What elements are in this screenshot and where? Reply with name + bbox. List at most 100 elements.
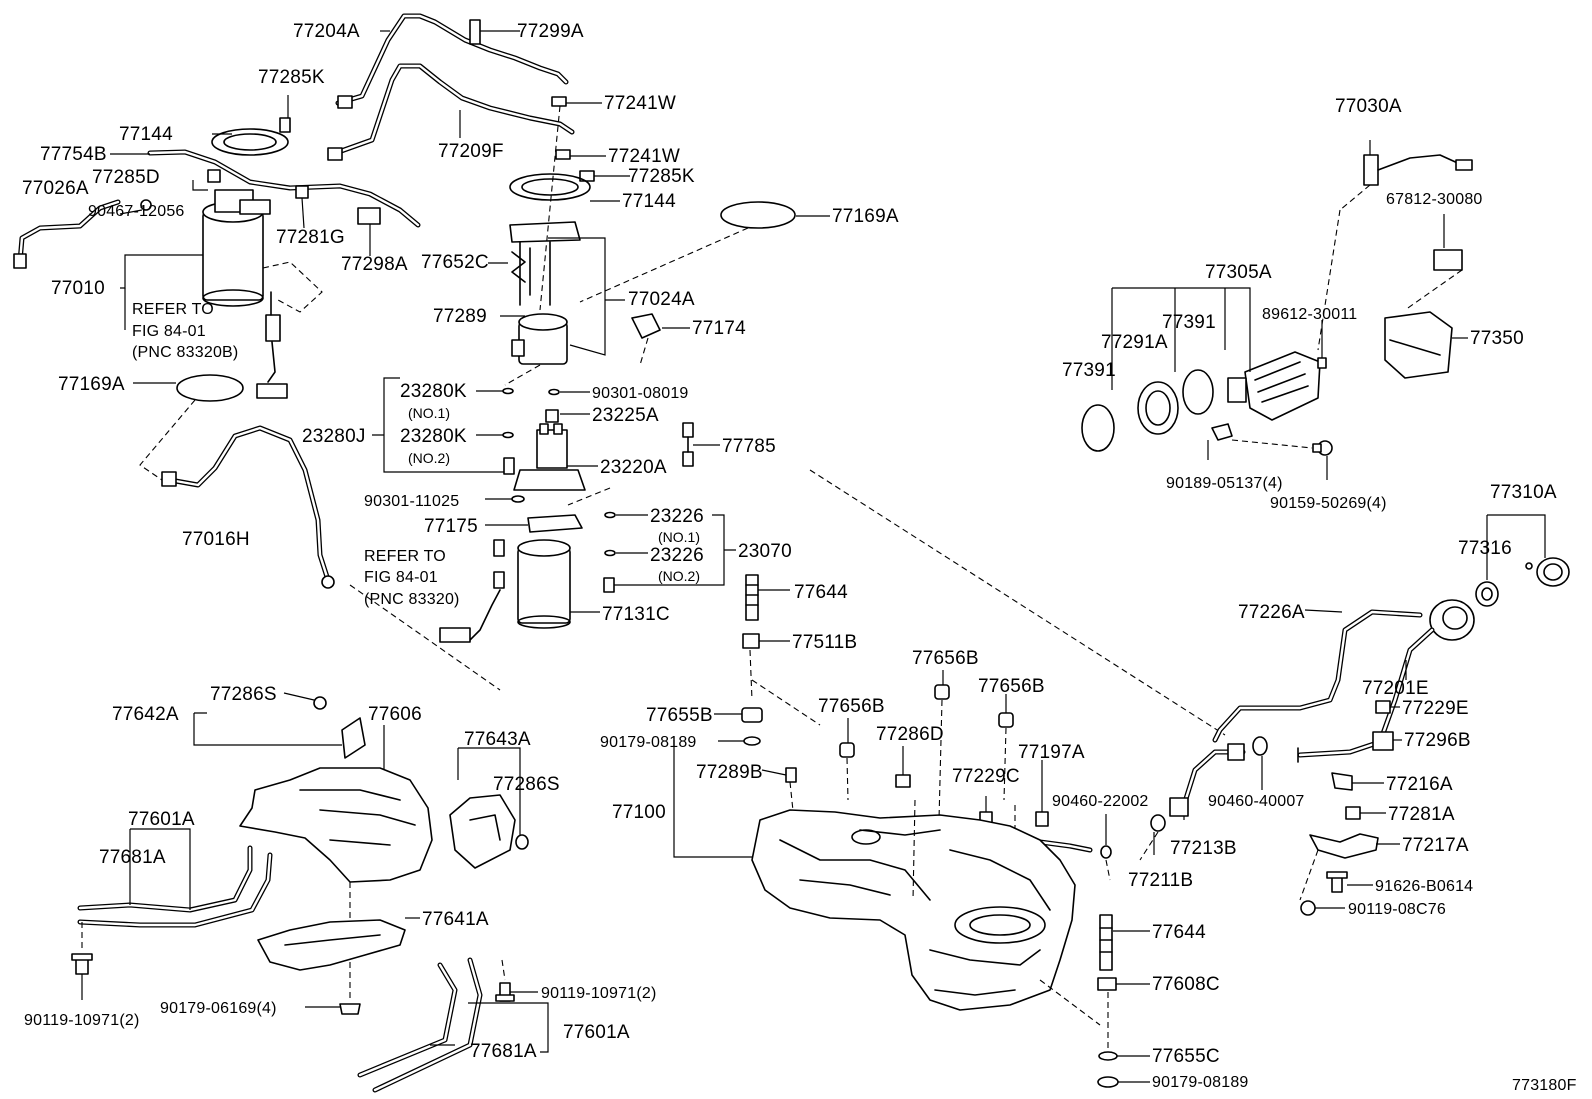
fuel-pump-23220a xyxy=(513,409,586,491)
label-77286s-2: 77286S xyxy=(493,774,560,795)
dash-77656b-left xyxy=(846,757,849,801)
breather-tube-77226a xyxy=(1212,609,1423,743)
nut-90179-06169 xyxy=(339,1003,361,1015)
note-refer-1c: (PNC 83320B) xyxy=(132,344,238,361)
label-77169a: 77169A xyxy=(832,206,899,227)
retainer-ring-77144-left xyxy=(211,128,289,156)
label-77316: 77316 xyxy=(1458,538,1512,559)
bolt-77644-lower xyxy=(1099,914,1113,971)
bolt-90119-08c76 xyxy=(1300,900,1316,916)
note-refer-2b: FIG 84-01 xyxy=(364,569,438,586)
dash-clip-screw xyxy=(1231,439,1313,449)
dash-77174 xyxy=(639,337,649,366)
label-77201e: 77201E xyxy=(1362,678,1429,699)
label-77681a-2: 77681A xyxy=(470,1041,537,1062)
label-77643a: 77643A xyxy=(464,729,531,750)
heat-shield-77642a xyxy=(239,767,433,883)
ring-77391-left xyxy=(1081,404,1115,452)
label-77174: 77174 xyxy=(692,318,746,339)
label-77216a: 77216A xyxy=(1386,774,1453,795)
label-77785: 77785 xyxy=(722,436,776,457)
dash-module-vertical xyxy=(539,105,561,311)
bolt-90467-12056 xyxy=(140,199,152,211)
label-77241w-2: 77241W xyxy=(608,146,680,167)
o-rings-23226 xyxy=(604,511,616,557)
dash-tank-center xyxy=(912,799,916,901)
label-77144: 77144 xyxy=(119,124,173,145)
bracket-77606 xyxy=(341,717,366,759)
dash-opener-to-door xyxy=(1339,184,1371,211)
note-no2-b: (NO.2) xyxy=(658,568,700,584)
washer-90301-11025 xyxy=(511,495,525,503)
label-77285k-2: 77285K xyxy=(628,166,695,187)
label-67812-30080 xyxy=(1433,249,1463,271)
clip-77174 xyxy=(631,313,661,339)
dash-77217a xyxy=(1299,849,1319,901)
bolt-91626-b0614 xyxy=(1326,871,1348,893)
grommet-77656b-center xyxy=(934,684,950,700)
clip-77281g xyxy=(295,185,309,199)
heat-shield-77641a xyxy=(257,919,406,971)
label-77281g: 77281G xyxy=(276,227,345,248)
label-77754b: 77754B xyxy=(40,144,107,165)
seal-77291a xyxy=(1137,381,1179,435)
note-no1-b: (NO.1) xyxy=(658,529,700,545)
label-77656b-3: 77656B xyxy=(818,696,885,717)
label-90119-10971-2: 90119-10971(2) xyxy=(541,985,656,1002)
label-77286s: 77286S xyxy=(210,684,277,705)
note-no2-a: (NO.2) xyxy=(408,450,450,466)
dash-sender-to-tank xyxy=(349,584,501,691)
label-77642a: 77642A xyxy=(112,704,179,725)
clamp-90460-40007 xyxy=(1252,736,1268,756)
fuel-tube-77204a xyxy=(335,13,569,109)
label-77310a: 77310A xyxy=(1490,482,1557,503)
label-23220a: 23220A xyxy=(600,457,667,478)
label-23070: 23070 xyxy=(738,541,792,562)
label-90119-10971: 90119-10971(2) xyxy=(24,1012,139,1029)
label-77289: 77289 xyxy=(433,306,487,327)
label-90159-50269: 90159-50269(4) xyxy=(1270,495,1387,512)
label-90189-05137: 90189-05137(4) xyxy=(1166,475,1283,492)
label-89612-30011: 89612-30011 xyxy=(1262,306,1357,323)
ring-77391-right xyxy=(1182,369,1214,415)
note-no1-a: (NO.1) xyxy=(408,405,450,421)
label-77204a: 77204A xyxy=(293,21,360,42)
bolt-90119-10971-left xyxy=(71,953,93,975)
dash-strap-bolt-right xyxy=(501,959,506,981)
label-77213b: 77213B xyxy=(1170,838,1237,859)
grommet-77656b-right xyxy=(998,712,1014,728)
bolt-90119-10971-right xyxy=(495,982,515,1002)
part-labels: 77204A 77299A 77285K 77241W 77144 77209F… xyxy=(22,21,1576,1094)
clip-77281a xyxy=(1345,806,1361,820)
label-77655c: 77655C xyxy=(1152,1046,1220,1067)
label-77197a: 77197A xyxy=(1018,742,1085,763)
dash-gasket-to-tube xyxy=(139,399,196,481)
label-23280j: 23280J xyxy=(302,426,366,447)
label-90179-08189: 90179-08189 xyxy=(600,734,697,751)
label-77296b: 77296B xyxy=(1404,730,1471,751)
label-77655b: 77655B xyxy=(646,705,713,726)
cushion-77655c xyxy=(1098,1051,1118,1061)
dash-77211b xyxy=(1139,831,1159,861)
label-90179-06169: 90179-06169(4) xyxy=(160,1000,277,1017)
clip-77286s-left xyxy=(313,696,327,710)
label-77016h: 77016H xyxy=(182,529,250,550)
strap-77601a-upper xyxy=(77,845,273,928)
strap-77601a-lower xyxy=(357,957,483,1093)
clip-77296b xyxy=(1372,731,1394,751)
label-77024a: 77024A xyxy=(628,289,695,310)
fuel-tank-77100 xyxy=(751,809,1076,1011)
label-77606: 77606 xyxy=(368,704,422,725)
note-refer-1b: FIG 84-01 xyxy=(132,323,206,340)
hose-77213b xyxy=(1169,743,1246,817)
label-90119-08c76: 90119-08C76 xyxy=(1348,901,1446,918)
dash-67812 xyxy=(1404,269,1463,311)
clip-77229e xyxy=(1375,700,1391,714)
label-67812-30080: 67812-30080 xyxy=(1386,191,1483,208)
clip-77241w-lower xyxy=(555,149,571,160)
dash-tank-to-77644-lower xyxy=(1039,979,1101,1026)
note-refer-1a: REFER TO xyxy=(132,301,214,318)
label-77211b: 77211B xyxy=(1128,870,1193,891)
fuel-tube-77026a xyxy=(13,199,121,269)
label-90460-40007: 90460-40007 xyxy=(1208,793,1305,810)
